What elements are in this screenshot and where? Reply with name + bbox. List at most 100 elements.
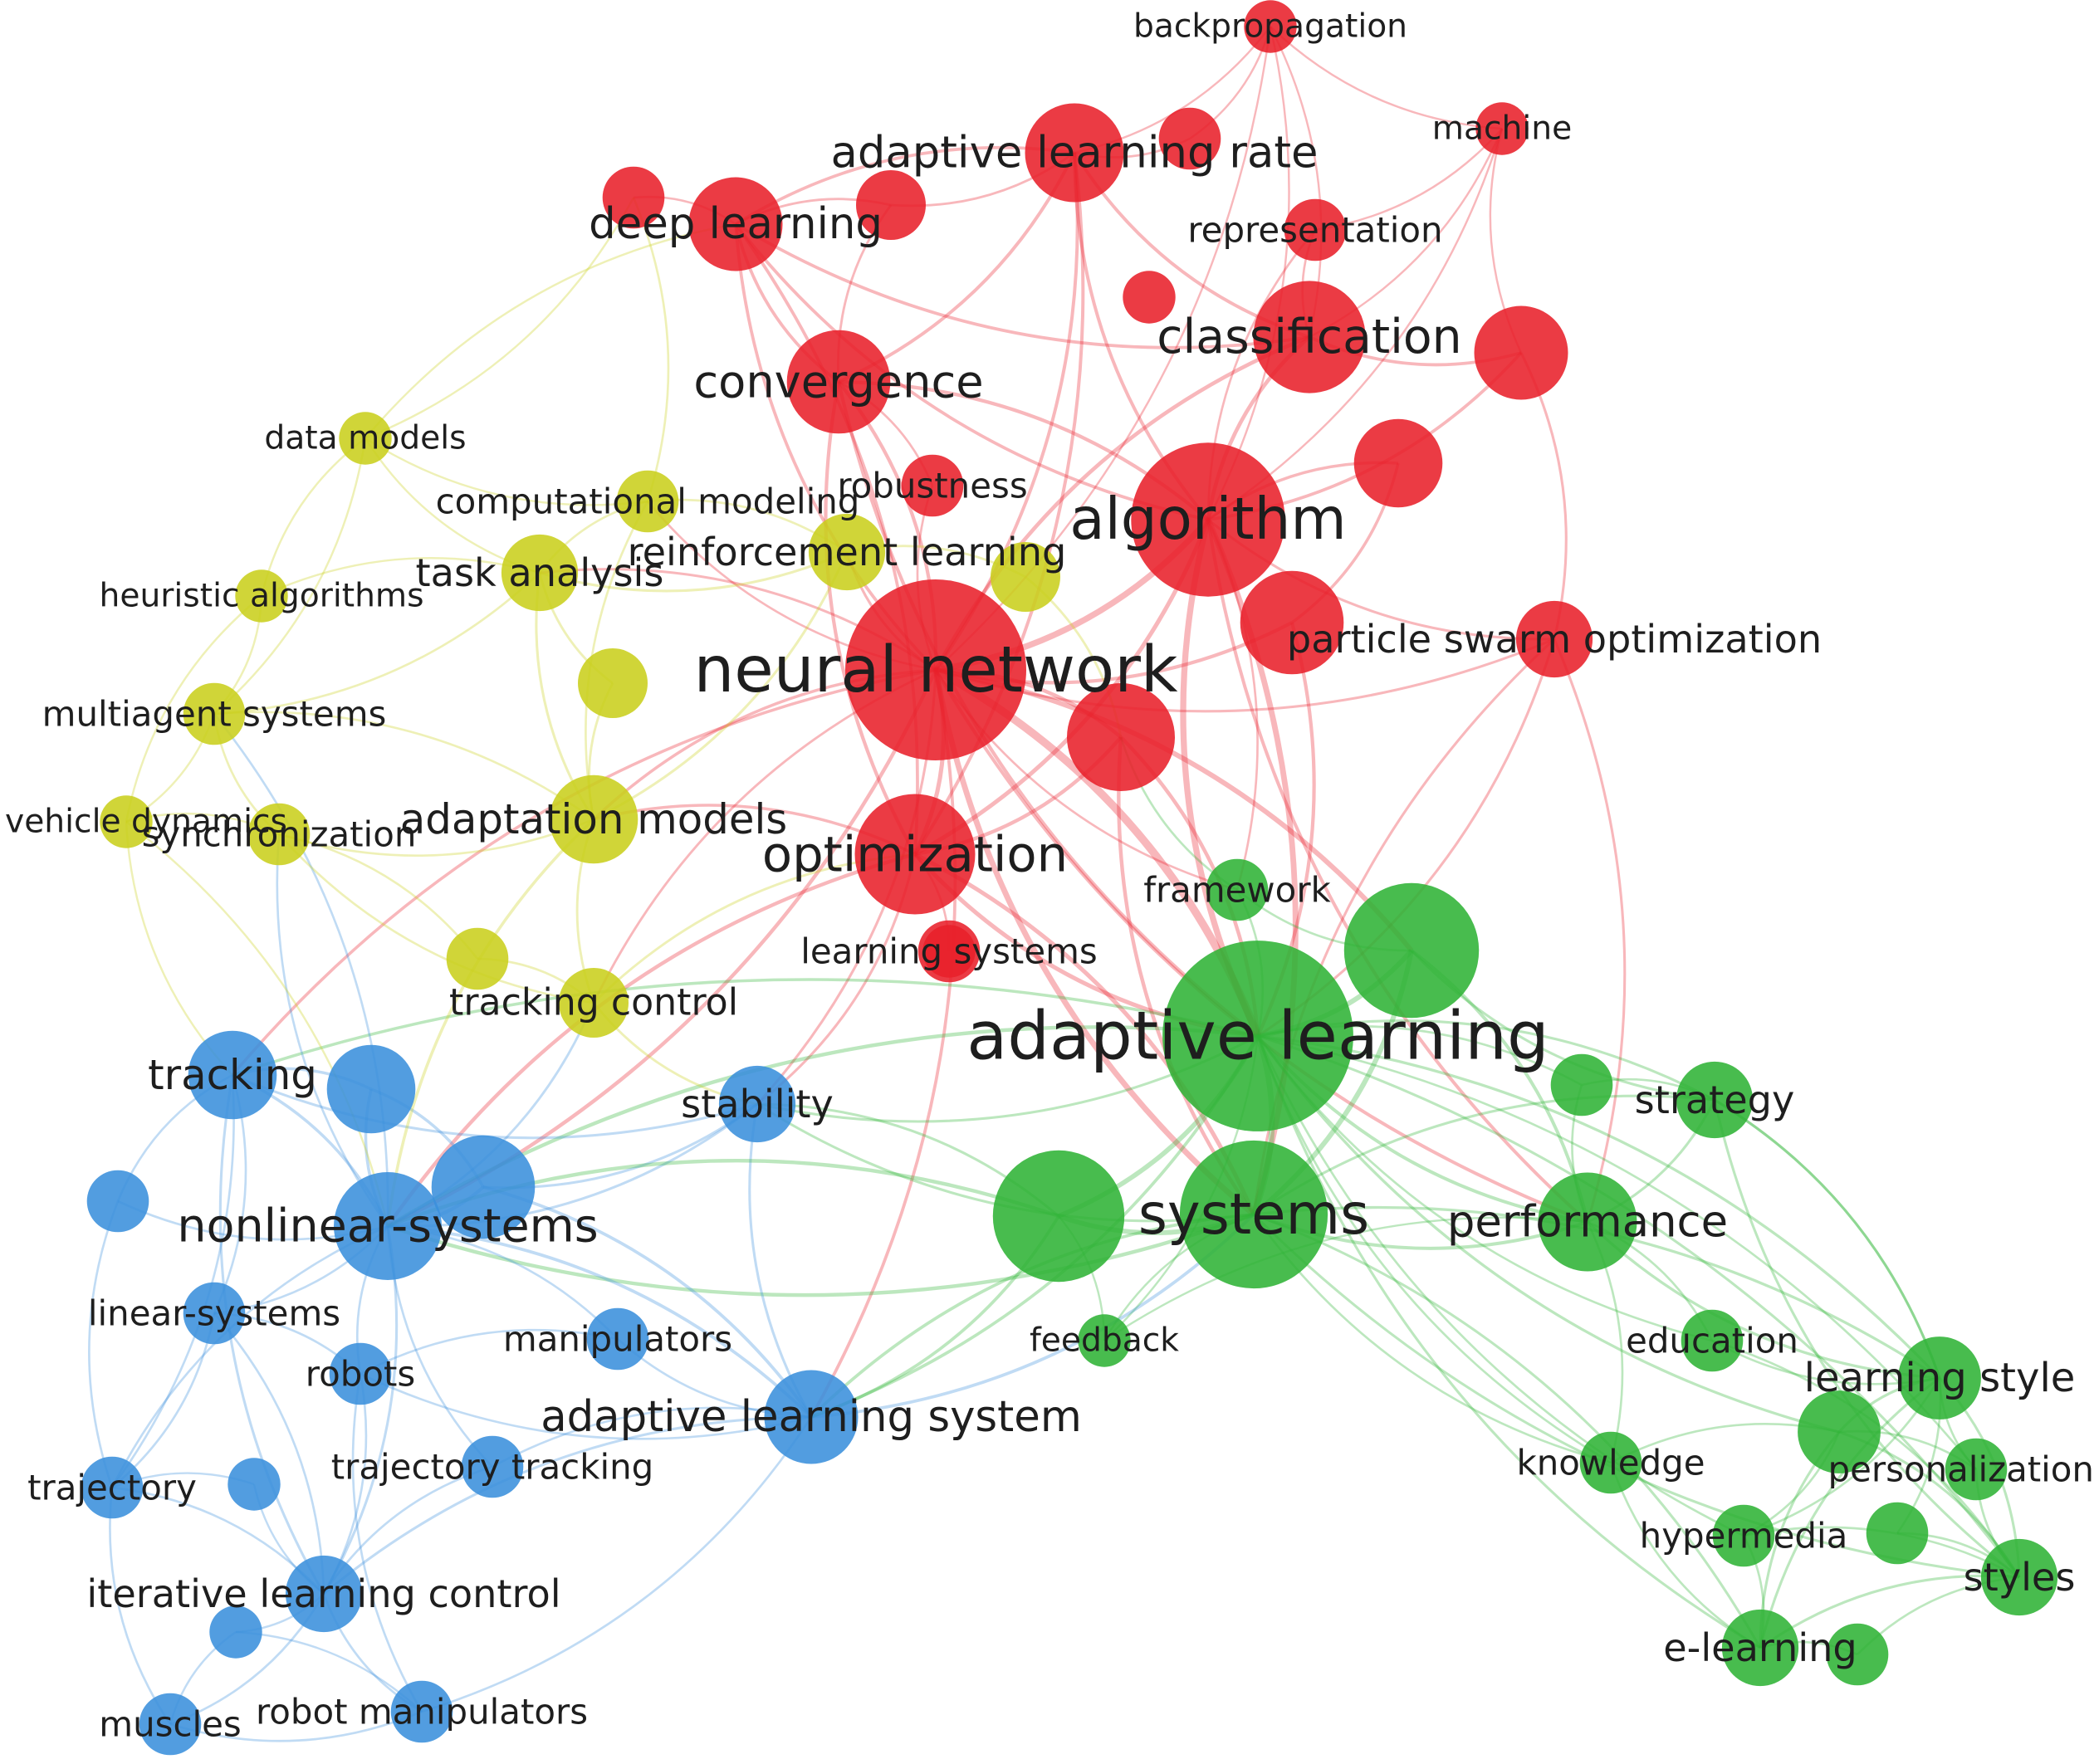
- node-u-blue-4[interactable]: [228, 1458, 281, 1511]
- node-u-red-1[interactable]: [602, 166, 665, 229]
- label-learning-systems: learning systems: [800, 931, 1097, 972]
- node-adaptive-learning[interactable]: [1162, 941, 1353, 1131]
- node-optimization[interactable]: [854, 794, 976, 915]
- label-convergence: convergence: [693, 356, 983, 408]
- link-neural-network-adaptive-learning-system: [810, 669, 957, 1418]
- label-multiagent-systems: multiagent systems: [42, 694, 387, 735]
- node-task-analysis[interactable]: [501, 534, 579, 612]
- link-adaptive-learning-system-robots: [360, 1372, 812, 1440]
- link-task-analysis-reinforcement-learning: [539, 550, 848, 593]
- node-heuristic-algorithms[interactable]: [235, 569, 288, 623]
- link-education-styles: [1711, 1339, 2021, 1578]
- node-trajectory-tracking[interactable]: [461, 1435, 524, 1498]
- node-stability[interactable]: [718, 1065, 796, 1143]
- link-adaptive-learning-rate-optimization: [913, 152, 1085, 856]
- node-u-green-1[interactable]: [1343, 882, 1480, 1019]
- node-hypermedia[interactable]: [1712, 1504, 1775, 1567]
- node-u-green-2[interactable]: [1550, 1053, 1613, 1117]
- node-linear-systems[interactable]: [183, 1282, 246, 1345]
- label-robot-manipulators: robot manipulators: [256, 1692, 588, 1732]
- node-framework[interactable]: [1206, 858, 1269, 921]
- node-u-blue-3[interactable]: [86, 1170, 149, 1233]
- label-muscles: muscles: [99, 1704, 241, 1745]
- label-stability: stability: [681, 1082, 834, 1126]
- label-tracking: tracking: [148, 1051, 317, 1099]
- node-u-blue-1[interactable]: [326, 1044, 416, 1134]
- node-classification[interactable]: [1253, 281, 1366, 393]
- nodes-layer: [81, 0, 2058, 1756]
- node-u-blue-2[interactable]: [431, 1135, 536, 1239]
- node-neural-network[interactable]: [845, 579, 1026, 760]
- label-education: education: [1626, 1321, 1798, 1361]
- node-u-yellow-1[interactable]: [578, 648, 648, 718]
- label-trajectory: trajectory: [27, 1468, 197, 1508]
- node-u-green-5[interactable]: [1866, 1502, 1929, 1565]
- node-adaptation-models[interactable]: [549, 774, 639, 864]
- node-styles[interactable]: [1980, 1538, 2058, 1616]
- node-education[interactable]: [1681, 1309, 1744, 1372]
- node-systems[interactable]: [1179, 1140, 1328, 1289]
- node-nonlinear-systems[interactable]: [334, 1172, 442, 1280]
- node-personalization[interactable]: [1945, 1438, 2008, 1501]
- link-adaptation-models-multiagent-systems: [213, 711, 594, 821]
- node-performance[interactable]: [1538, 1172, 1637, 1272]
- node-u-red-7[interactable]: [1240, 570, 1344, 675]
- label-optimization: optimization: [762, 826, 1068, 883]
- node-u-red-6[interactable]: [1353, 418, 1443, 508]
- label-adaptation-models: adaptation models: [400, 795, 788, 843]
- link-convergence-adaptive-learning: [836, 381, 1260, 1038]
- node-convergence[interactable]: [786, 330, 891, 434]
- node-particle-swarm-optimization[interactable]: [1515, 600, 1593, 678]
- link-data-models-computational-modeling: [365, 437, 648, 506]
- node-trajectory[interactable]: [81, 1456, 144, 1519]
- link-adaptive-learning-u-green-4: [1256, 1035, 1840, 1434]
- node-iterative-learning-control[interactable]: [285, 1555, 363, 1633]
- node-algorithm[interactable]: [1131, 442, 1285, 597]
- link-nonlinear-systems-adaptive-learning-system: [387, 1224, 813, 1419]
- node-u-red-5[interactable]: [1474, 305, 1568, 400]
- link-adaptive-learning-styles: [1257, 1034, 2021, 1578]
- node-u-green-4[interactable]: [1798, 1390, 1881, 1473]
- node-data-models[interactable]: [339, 412, 392, 465]
- node-adaptive-learning-system[interactable]: [764, 1370, 859, 1464]
- node-u-yellow-3[interactable]: [446, 927, 509, 990]
- node-representation[interactable]: [1284, 198, 1347, 261]
- node-knowledge[interactable]: [1579, 1431, 1642, 1494]
- link-u-yellow-3-synchronization: [278, 833, 479, 960]
- node-robustness[interactable]: [901, 454, 964, 517]
- node-adaptive-learning-rate[interactable]: [1025, 103, 1124, 203]
- link-strategy-styles: [1713, 1099, 2020, 1579]
- node-tracking[interactable]: [188, 1030, 277, 1120]
- node-u-green-6[interactable]: [1826, 1623, 1889, 1686]
- node-deep-learning[interactable]: [688, 177, 783, 271]
- node-computational-modeling[interactable]: [616, 470, 679, 533]
- node-u-green-3[interactable]: [992, 1150, 1125, 1283]
- node-u-blue-5[interactable]: [209, 1605, 262, 1659]
- node-e-learning[interactable]: [1721, 1609, 1799, 1687]
- node-strategy[interactable]: [1676, 1061, 1754, 1139]
- node-u-red-2[interactable]: [856, 170, 926, 240]
- node-machine[interactable]: [1475, 102, 1529, 155]
- node-u-red-8[interactable]: [1067, 683, 1175, 791]
- node-u-red-3[interactable]: [1158, 107, 1221, 170]
- node-reinforcement-learning[interactable]: [808, 513, 886, 591]
- node-tracking-control[interactable]: [559, 968, 629, 1038]
- link-tracking-iterative-learning-control: [218, 1074, 325, 1595]
- node-manipulators[interactable]: [586, 1307, 649, 1371]
- link-feedback-performance: [1103, 1216, 1588, 1342]
- node-u-yellow-2[interactable]: [991, 542, 1060, 612]
- label-knowledge: knowledge: [1516, 1443, 1705, 1483]
- node-robots[interactable]: [329, 1342, 392, 1405]
- node-robot-manipulators[interactable]: [390, 1680, 453, 1743]
- link-robot-manipulators-robots: [351, 1373, 423, 1713]
- node-backpropagation[interactable]: [1244, 0, 1297, 53]
- node-muscles[interactable]: [139, 1693, 202, 1756]
- node-vehicle-dynamics[interactable]: [100, 795, 153, 848]
- node-u-red-4[interactable]: [1123, 271, 1176, 324]
- node-u-red-9[interactable]: [922, 925, 976, 978]
- node-multiagent-systems[interactable]: [183, 682, 246, 745]
- node-feedback[interactable]: [1078, 1314, 1131, 1367]
- node-synchronization[interactable]: [247, 803, 311, 866]
- node-learning-style[interactable]: [1898, 1336, 1981, 1420]
